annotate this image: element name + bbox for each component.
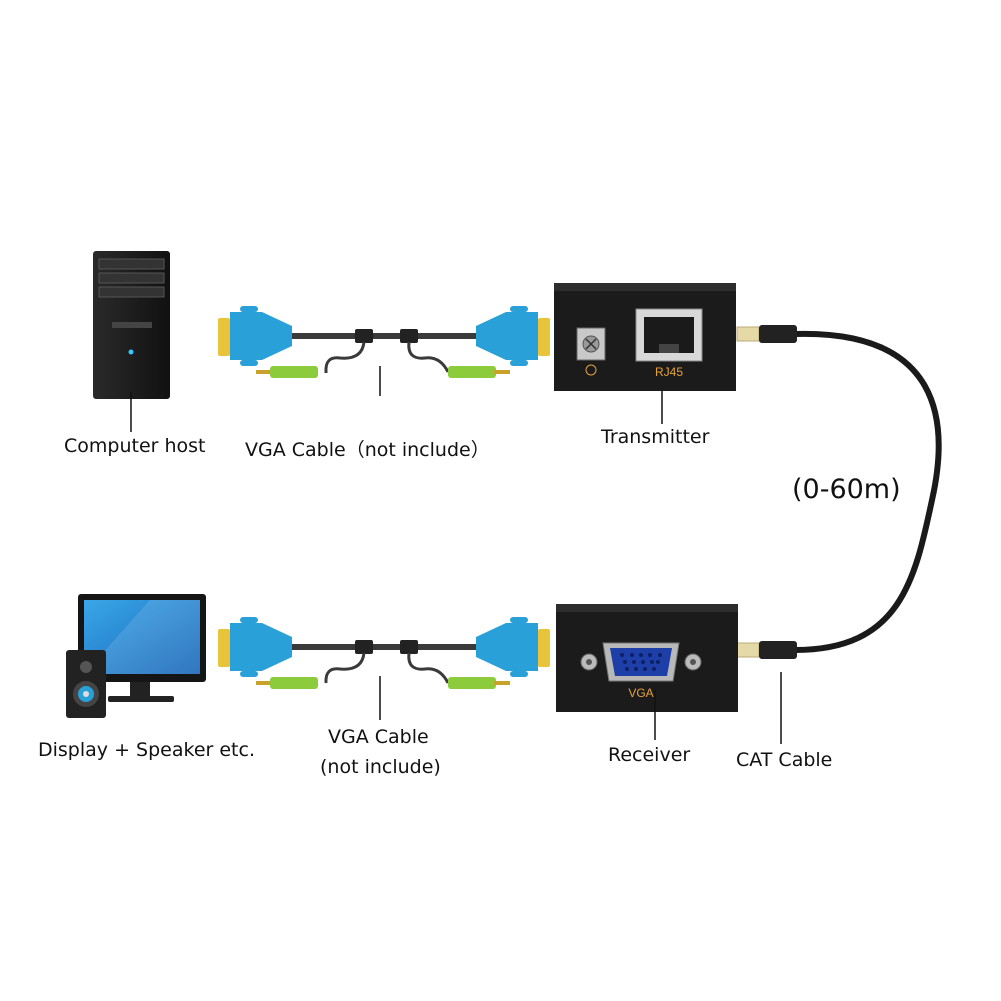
vga-label: VGA bbox=[628, 686, 653, 700]
display-speaker-icon bbox=[66, 594, 206, 718]
vga-cable-bottom-label: VGA Cable bbox=[328, 726, 429, 748]
cat-cable-label: CAT Cable bbox=[736, 749, 833, 771]
vga-cable-bottom-sublabel: (not include) bbox=[320, 756, 441, 778]
transmitter-label: Transmitter bbox=[601, 426, 710, 448]
vga-cable-bottom-icon bbox=[218, 617, 550, 720]
transmitter-icon: RJ45 bbox=[554, 283, 736, 424]
computer-host-label: Computer host bbox=[64, 435, 206, 457]
receiver-label: Receiver bbox=[608, 744, 691, 766]
rj45-port-icon bbox=[635, 308, 703, 362]
computer-host-icon bbox=[93, 251, 170, 432]
display-speaker-label: Display + Speaker etc. bbox=[38, 739, 255, 761]
cat-cable-icon bbox=[736, 325, 942, 744]
vga-cable-top-label: VGA Cable（not include） bbox=[245, 439, 490, 461]
vga-cable-top-icon bbox=[218, 306, 550, 396]
rj45-label: RJ45 bbox=[655, 365, 683, 379]
receiver-icon: VGA bbox=[556, 604, 738, 740]
vga-port-icon bbox=[580, 642, 702, 682]
distance-label: (0-60m) bbox=[792, 474, 901, 505]
